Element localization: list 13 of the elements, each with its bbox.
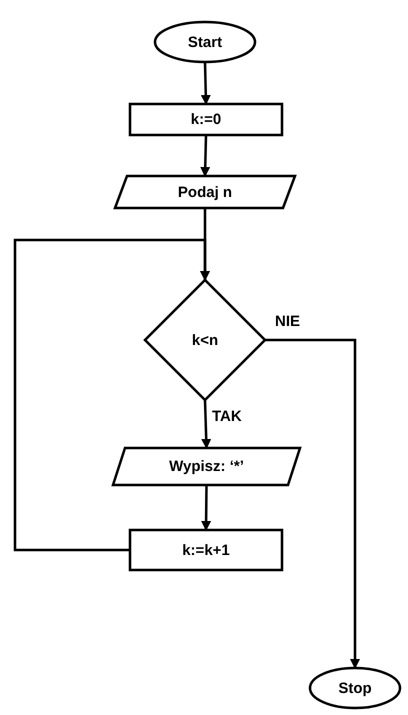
node-text: Podaj n [178,184,232,200]
arrow [14,238,210,552]
node-text: Start [188,34,222,50]
arrow [201,484,212,531]
node-text: Stop [338,680,372,696]
node-text: k:=0 [190,111,222,128]
node-text: Wypisz: ‘*’ [169,458,244,475]
node-text: k<n [192,332,218,348]
node-text: k:=k+1 [182,542,230,558]
arrow [265,338,360,669]
arrow [200,134,210,177]
arrow [200,62,211,105]
arrow [201,400,212,449]
